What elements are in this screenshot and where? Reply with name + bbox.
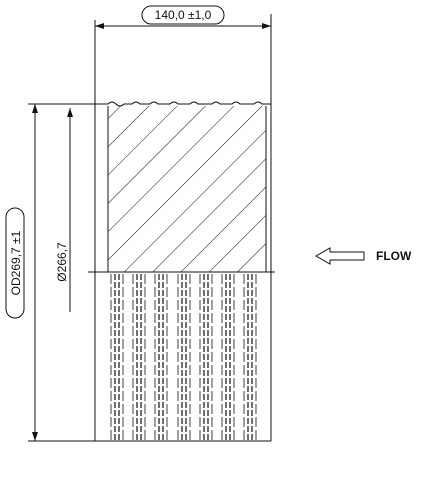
- width-dimension: 140,0 ±1,0: [94, 5, 272, 104]
- width-label: 140,0 ±1,0: [155, 8, 212, 22]
- part-body: [88, 101, 275, 442]
- width-label-box: [141, 5, 225, 25]
- od-arrow-bottom: [32, 432, 38, 441]
- id-arrow-top: [67, 108, 73, 117]
- od-label: OD269,7 ±1: [9, 230, 23, 295]
- id-label: Ø266,7: [55, 242, 69, 282]
- width-arrow-right: [262, 23, 271, 29]
- inner-diameter-dimension: Ø266,7: [55, 108, 73, 312]
- hatched-section: [108, 106, 266, 272]
- arrow-left-outline-icon: [314, 247, 365, 265]
- flow-indicator: FLOW: [314, 247, 412, 265]
- flow-label: FLOW: [376, 249, 412, 263]
- outer-diameter-dimension: OD269,7 ±1: [5, 103, 108, 442]
- od-label-box: [5, 207, 25, 319]
- corrugated-section: [110, 274, 257, 441]
- width-arrow-left: [95, 23, 104, 29]
- od-arrow-top: [32, 104, 38, 113]
- part-top-edge: [95, 101, 271, 107]
